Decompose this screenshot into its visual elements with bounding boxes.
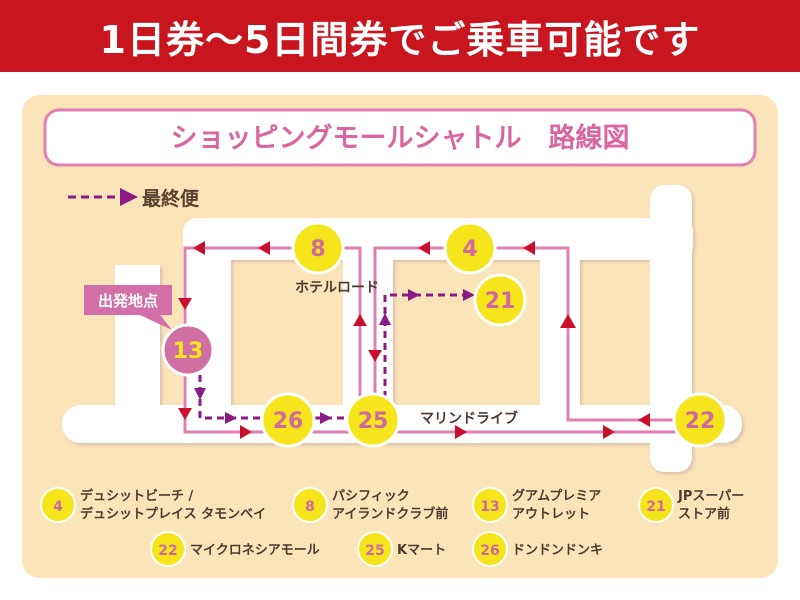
stop-8: 8 (291, 221, 345, 275)
arrow-right-icon (240, 425, 252, 439)
svg-text:13: 13 (480, 499, 499, 515)
arrow-left-icon (638, 413, 650, 427)
road-label-marine: マリンドライブ (420, 410, 518, 427)
arrow-left-icon (418, 241, 430, 255)
arrow-down-icon (178, 298, 192, 310)
svg-text:デュシットプレイス タモンベイ: デュシットプレイス タモンベイ (80, 506, 266, 522)
arrow-icon (120, 188, 138, 206)
title-box (43, 108, 757, 167)
svg-text:8: 8 (310, 237, 325, 262)
arrow-down-icon (368, 350, 382, 362)
svg-text:デュシットビーチ /: デュシットビーチ / (80, 488, 194, 504)
stop-21: 21 (473, 273, 527, 327)
route-arrows (178, 241, 650, 439)
svg-text:ストア前: ストア前 (678, 506, 730, 522)
start-point-label: 出発地点 (98, 292, 158, 310)
svg-text:26: 26 (273, 409, 304, 434)
stop-4: 4 (443, 221, 497, 275)
svg-text:JPスーパー: JPスーパー (677, 489, 744, 504)
legend-last-bus-label: 最終便 (142, 187, 200, 210)
svg-text:22: 22 (158, 543, 177, 559)
svg-text:Kマート: Kマート (397, 543, 446, 558)
svg-text:4: 4 (462, 237, 477, 262)
arrow-right-icon (455, 425, 467, 439)
legend-last-bus: 最終便 (68, 187, 200, 210)
header-banner: 1日券〜5日間券でご乗車可能です (0, 0, 800, 72)
svg-text:4: 4 (53, 499, 63, 515)
svg-text:21: 21 (485, 289, 516, 314)
stops: 8 4 21 13 26 25 22 (161, 221, 728, 448)
svg-text:グアムプレミア: グアムプレミア (512, 488, 601, 504)
stop-26: 26 (260, 392, 316, 448)
start-point-callout: 出発地点 (84, 285, 172, 330)
last-bus-arrows (194, 289, 475, 424)
svg-text:パシフィック: パシフィック (332, 489, 410, 504)
svg-text:13: 13 (173, 339, 204, 364)
stop-25: 25 (345, 392, 401, 448)
arrow-right-icon (603, 425, 615, 439)
arrow-left-icon (523, 241, 535, 255)
svg-text:アイランドクラブ前: アイランドクラブ前 (332, 506, 448, 522)
key-item: 22 マイクロネシアモール (150, 531, 320, 567)
arrow-left-icon (258, 241, 270, 255)
stop-13: 13 (161, 323, 215, 377)
arrow-up-icon (560, 314, 576, 328)
svg-text:マイクロネシアモール: マイクロネシアモール (190, 543, 320, 558)
map-panel (22, 95, 778, 578)
arrow-down-icon (178, 408, 192, 420)
svg-text:26: 26 (480, 543, 499, 559)
arrow-up-icon (353, 314, 367, 326)
svg-text:25: 25 (358, 409, 389, 434)
svg-text:22: 22 (685, 409, 716, 434)
stop-key: 4 デュシットビーチ / デュシットプレイス タモンベイ 8 パシフィックアイラン… (40, 487, 744, 567)
key-item: 4 デュシットビーチ / デュシットプレイス タモンベイ (40, 487, 266, 523)
road-label-hotel: ホテルロード (295, 280, 379, 296)
stop-22: 22 (672, 392, 728, 448)
map-title: ショッピングモールシャトル 路線図 (171, 122, 630, 154)
key-item: 25 Kマート (357, 531, 446, 567)
svg-text:ドンドンドンキ: ドンドンドンキ (512, 543, 603, 558)
arrow-left-icon (193, 241, 205, 255)
key-item: 26 ドンドンドンキ (472, 531, 603, 567)
svg-text:アウトレット: アウトレット (512, 507, 590, 522)
svg-text:25: 25 (365, 543, 384, 559)
svg-text:8: 8 (305, 499, 315, 515)
svg-text:21: 21 (646, 499, 665, 515)
